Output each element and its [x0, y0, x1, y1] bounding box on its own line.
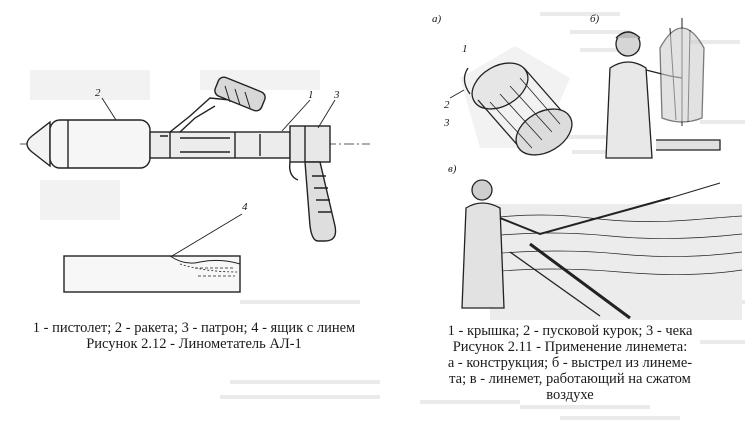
line-thrower-drawing: 2 1 3 4 — [20, 76, 370, 316]
panel-a-canister — [449, 46, 573, 156]
right-caption-line3: а - конструкция; б - выстрел из линеме- — [447, 355, 693, 371]
right-caption-title: Рисунок 2.11 - Применение линемета: — [452, 339, 688, 355]
right-caption-line4: та; в - линемет, работающий на сжатом — [449, 371, 691, 387]
panel-b-firing — [605, 18, 721, 159]
panel-c-compressed-air — [461, 179, 742, 320]
callout-r1: 1 — [462, 43, 468, 55]
line-thrower-illustration: 2 1 3 4 — [20, 76, 370, 293]
right-caption-legend: 1 - крышка; 2 - пусковой курок; 3 - чека — [447, 323, 693, 339]
left-caption-title: Рисунок 2.12 - Линометатель АЛ-1 — [86, 336, 302, 352]
right-caption: 1 - крышка; 2 - пусковой курок; 3 - чека… — [410, 323, 730, 403]
callout-2: 2 — [95, 87, 101, 99]
line-thrower-usage-drawing: а) 1 2 3 б) — [420, 8, 742, 320]
line-thrower-usage-illustration: а) 1 2 3 б) — [432, 13, 742, 320]
panel-label-c: в) — [448, 163, 457, 175]
callout-r3: 3 — [443, 117, 450, 129]
panel-label-a: а) — [432, 13, 442, 25]
callout-r2: 2 — [444, 99, 450, 111]
left-caption-legend: 1 - пистолет; 2 - ракета; 3 - патрон; 4 … — [32, 320, 356, 336]
callout-3: 3 — [333, 89, 340, 101]
panel-label-b: б) — [590, 13, 600, 25]
callout-1: 1 — [308, 89, 314, 101]
right-caption-line5: воздухе — [546, 387, 594, 403]
callout-4: 4 — [242, 201, 248, 213]
left-caption: 1 - пистолет; 2 - ракета; 3 - патрон; 4 … — [18, 320, 370, 352]
